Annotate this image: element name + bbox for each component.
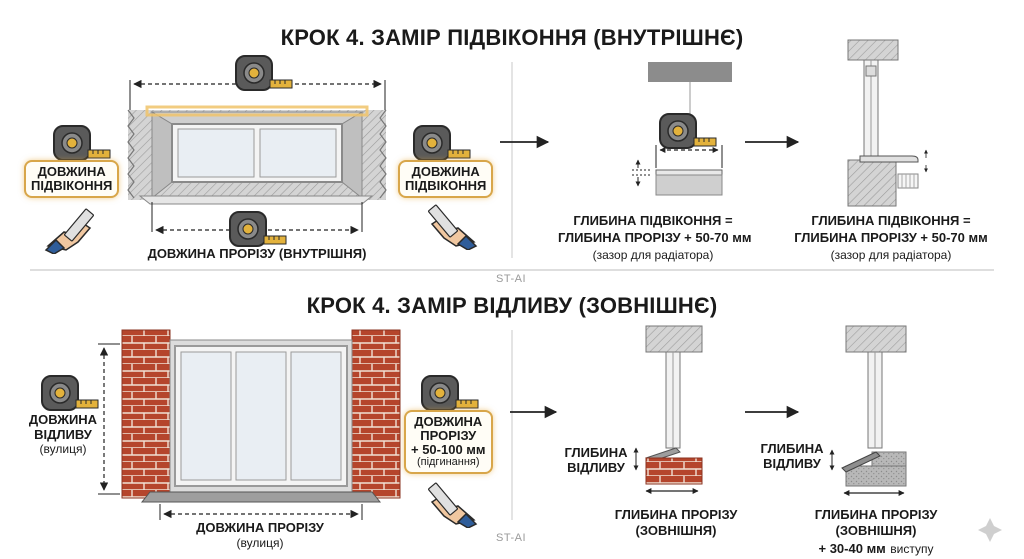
callout-note: (підгинання) (416, 456, 480, 469)
watermark: ST-AI (496, 532, 527, 544)
inner-step-title: КРОК 4. ЗАМІР ПІДВІКОННЯ (ВНУТРІШНЄ) (280, 25, 744, 50)
top-length-dimension (129, 79, 386, 110)
depth1-caption-line1: ГЛИБИНА ПРОРІЗУ (614, 507, 738, 522)
tape-measure-icon (413, 125, 471, 161)
callout-line: + 50-100 мм (411, 442, 486, 458)
formula2-line1: ГЛИБИНА ПІДВІКОННЯ = (811, 213, 971, 228)
depth1-label-line2: ВІДЛИВУ (567, 460, 625, 475)
outer-step-title: КРОК 4. ЗАМІР ВІДЛИВУ (ЗОВНІШНЄ) (306, 293, 718, 318)
drip-length-dimension (98, 343, 120, 495)
depth2-extra: + 30-40 мм (818, 541, 886, 556)
tape-measure-icon (659, 113, 717, 149)
tape-measure-icon (229, 211, 287, 247)
tape-measure-icon (41, 375, 99, 411)
tape-measure-icon (421, 375, 479, 411)
formula1-line2: ГЛИБИНА ПРОРІЗУ + 50-70 мм (558, 230, 752, 245)
sill-depth-detail-section (847, 39, 928, 207)
inner-opening-label: ДОВЖИНА ПРОРІЗУ (ВНУТРІШНЯ) (147, 246, 367, 261)
outer-opening-label: ДОВЖИНА ПРОРІЗУ (196, 520, 324, 535)
formula1-line1: ГЛИБИНА ПІДВІКОННЯ = (573, 213, 733, 228)
depth2-extra-note: виступу (890, 542, 934, 556)
inner-left-callout: ДОВЖИНА ПІДВІКОННЯ (24, 160, 120, 199)
tape-measure-icon (53, 125, 111, 161)
sparkle-icon (978, 518, 1002, 542)
drip-depth-detail-brick (633, 325, 703, 494)
depth1-label-line1: ГЛИБИНА (564, 445, 628, 460)
depth1-caption-line2: (ЗОВНІШНЯ) (635, 523, 717, 538)
watermark: ST-AI (496, 273, 527, 285)
formula2-line2: ГЛИБИНА ПРОРІЗУ + 50-70 мм (794, 230, 988, 245)
sill-depth-detail-simple (632, 62, 732, 196)
hand-ruler-icon (45, 208, 95, 254)
callout-line: ДОВЖИНА (414, 414, 483, 429)
formula1-note: (зазор для радіатора) (592, 248, 714, 262)
depth2-caption-line1: ГЛИБИНА ПРОРІЗУ (814, 507, 938, 522)
exterior-brick-window (121, 329, 401, 503)
outer-opening-dimension (159, 504, 363, 520)
depth2-label-line1: ГЛИБИНА (760, 441, 824, 456)
callout-line: ДОВЖИНА (411, 164, 480, 179)
callout-line: ПІДВІКОННЯ (405, 178, 487, 194)
depth2-caption-line3: + 30-40 мм виступу (796, 540, 956, 557)
interior-window-opening (127, 105, 387, 205)
callout-line: ДОВЖИНА (37, 164, 106, 179)
inner-right-callout: ДОВЖИНА ПІДВІКОННЯ (398, 160, 494, 199)
depth2-caption-line2: (ЗОВНІШНЯ) (835, 523, 917, 538)
depth2-label-line2: ВІДЛИВУ (763, 456, 821, 471)
outer-left-label-line1: ДОВЖИНА (28, 412, 98, 427)
outer-right-callout: ДОВЖИНА ПРОРІЗУ + 50-100 мм (підгинання) (404, 410, 493, 474)
hand-ruler-icon (427, 482, 477, 528)
outer-left-note: (вулиця) (39, 442, 87, 456)
outer-left-label-line2: ВІДЛИВУ (34, 427, 92, 442)
formula2-note: (зазор для радіатора) (830, 248, 952, 262)
tape-measure-icon (235, 55, 293, 91)
callout-line: ПІДВІКОННЯ (31, 178, 113, 194)
hand-ruler-icon (427, 204, 477, 250)
callout-line: ПРОРІЗУ (420, 428, 477, 444)
drip-depth-detail-stone (829, 325, 907, 496)
outer-opening-note: (вулиця) (236, 536, 284, 550)
